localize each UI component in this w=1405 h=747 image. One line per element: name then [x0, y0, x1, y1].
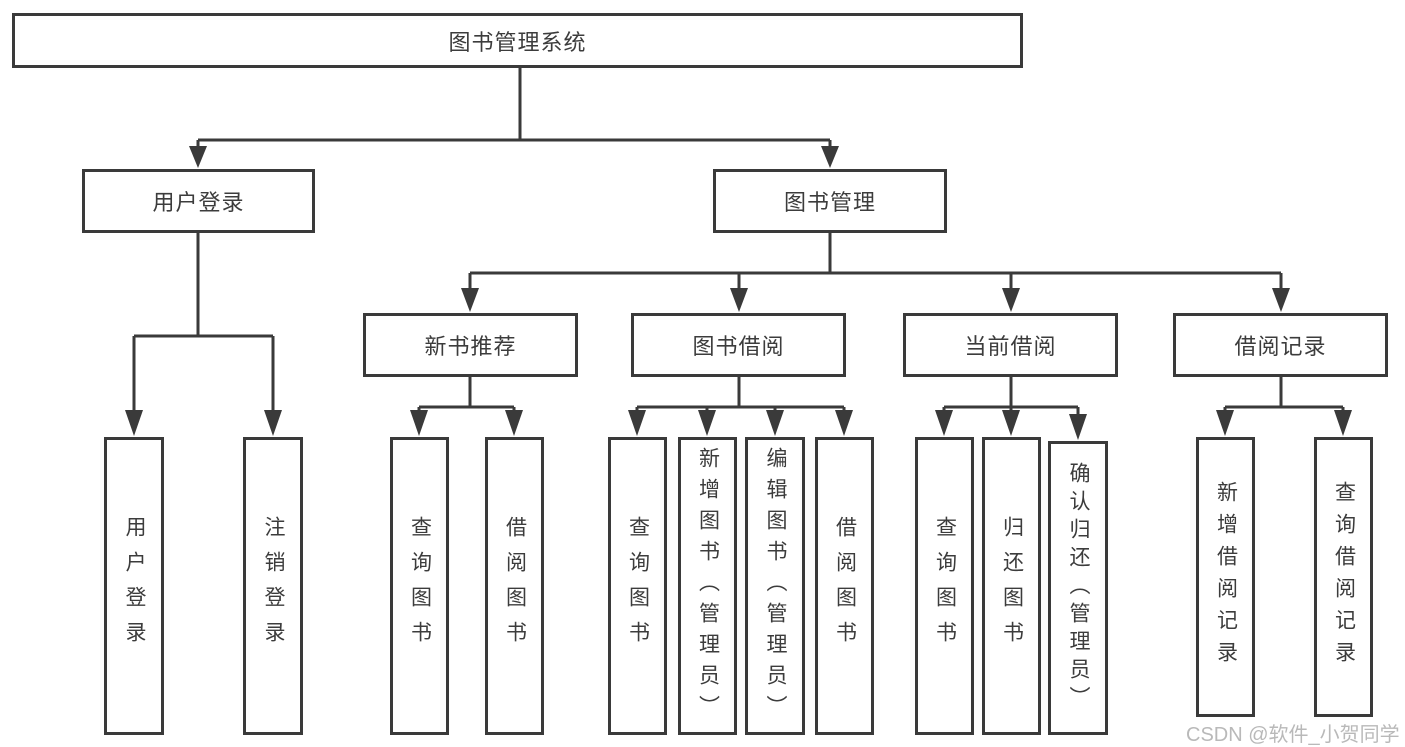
node-book-borrowing: 图书借阅: [631, 313, 846, 377]
leaf-add-borrow-record: 新增借阅记录: [1196, 437, 1255, 717]
csdn-watermark: CSDN @软件_小贺同学: [1186, 724, 1400, 746]
node-user-login: 用户登录: [82, 169, 315, 233]
leaf-borrow-books-recommend: 借阅图书: [485, 437, 544, 735]
leaf-confirm-return-admin: 确认归还（管理员）: [1048, 441, 1108, 735]
leaf-user-login: 用户登录: [104, 437, 164, 735]
edge-new-book-to-leaves: [410, 377, 523, 436]
node-current-borrowing: 当前借阅: [903, 313, 1118, 377]
leaf-add-books-admin: 新增图书（管理员）: [678, 437, 737, 735]
edge-book-borrow-to-leaves: [628, 377, 853, 436]
node-root-system: 图书管理系统: [12, 13, 1023, 68]
leaf-borrow-books-borrowing: 借阅图书: [815, 437, 874, 735]
leaf-logout: 注销登录: [243, 437, 303, 735]
node-new-book-recommend: 新书推荐: [363, 313, 578, 377]
leaf-query-books-recommend: 查询图书: [390, 437, 449, 735]
leaf-query-books-borrowing: 查询图书: [608, 437, 667, 735]
edge-root-to-level2: [189, 68, 839, 168]
edge-user-login-to-leaves: [125, 233, 282, 436]
edge-current-borrow-to-leaves: [935, 377, 1087, 440]
node-borrowing-records: 借阅记录: [1173, 313, 1388, 377]
edge-borrow-record-to-leaves: [1216, 377, 1352, 436]
leaf-query-borrow-record: 查询借阅记录: [1314, 437, 1373, 717]
node-book-management: 图书管理: [713, 169, 947, 233]
leaf-query-books-current: 查询图书: [915, 437, 974, 735]
leaf-return-books: 归还图书: [982, 437, 1041, 735]
edge-book-mgmt-to-level3: [461, 233, 1290, 312]
leaf-edit-books-admin: 编辑图书（管理员）: [745, 437, 805, 735]
